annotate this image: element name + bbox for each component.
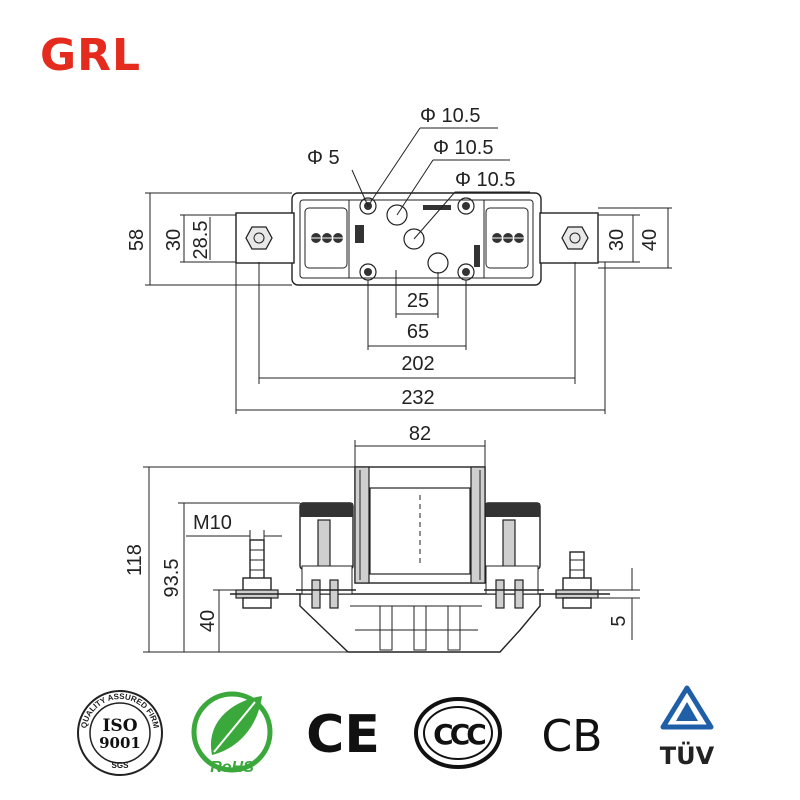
mounting-hole bbox=[457, 197, 475, 215]
body-marking bbox=[474, 245, 480, 267]
dim-65: 65 bbox=[407, 321, 429, 343]
dim-93-5: 93.5 bbox=[161, 559, 183, 598]
dim-25: 25 bbox=[407, 290, 429, 312]
dim-28-5: 28.5 bbox=[190, 221, 212, 260]
dim-82: 82 bbox=[409, 423, 431, 445]
right-hex-nut-icon bbox=[561, 226, 589, 250]
certification-row: QUALITY ASSURED FIRM ISO 9001 SGS RoHS C… bbox=[77, 685, 715, 776]
svg-text:RoHS: RoHS bbox=[210, 759, 254, 776]
dim-202: 202 bbox=[401, 353, 434, 375]
fuse-contact-right bbox=[470, 466, 486, 584]
dim-118: 118 bbox=[124, 544, 146, 576]
body-marking bbox=[355, 225, 364, 243]
ccc-icon: CCC bbox=[414, 697, 502, 769]
dim-phi-5: Φ 5 bbox=[307, 147, 340, 169]
svg-text:9001: 9001 bbox=[99, 734, 141, 752]
dim-40-side: 40 bbox=[197, 610, 219, 632]
base-plate bbox=[299, 593, 541, 653]
svg-text:ISO: ISO bbox=[102, 716, 137, 736]
fuse-contact-left bbox=[354, 466, 370, 584]
body-marking bbox=[423, 205, 451, 210]
dim-phi-10-5-b: Φ 10.5 bbox=[433, 137, 493, 159]
dim-phi-10-5-a: Φ 10.5 bbox=[420, 105, 480, 127]
top-view: 58 30 28.5 30 40 25 bbox=[126, 105, 672, 414]
dim-30-right: 30 bbox=[606, 229, 628, 251]
dim-30-left: 30 bbox=[163, 229, 185, 251]
left-hex-nut-icon bbox=[245, 226, 273, 250]
svg-text:SGS: SGS bbox=[112, 761, 130, 770]
iso-9001-icon: QUALITY ASSURED FIRM ISO 9001 SGS bbox=[77, 690, 163, 776]
ce-icon: CE bbox=[306, 705, 380, 765]
right-bolt bbox=[569, 551, 585, 581]
dim-40-top: 40 bbox=[639, 229, 661, 251]
brand-logo: GRL bbox=[40, 30, 142, 81]
center-hole bbox=[403, 228, 425, 250]
svg-text:TÜV: TÜV bbox=[660, 740, 715, 770]
dim-5: 5 bbox=[608, 615, 630, 626]
tuv-icon: TÜV bbox=[660, 685, 715, 770]
rohs-icon: RoHS bbox=[191, 691, 273, 776]
svg-text:CB: CB bbox=[542, 711, 603, 762]
dim-58: 58 bbox=[126, 229, 148, 251]
svg-text:CCC: CCC bbox=[433, 718, 485, 751]
dim-phi-10-5-c: Φ 10.5 bbox=[455, 169, 515, 191]
dim-232: 232 bbox=[401, 387, 434, 409]
cb-icon: CB bbox=[542, 711, 603, 762]
center-hole bbox=[386, 204, 408, 226]
side-view: 82 M10 118 93.5 40 5 bbox=[124, 423, 640, 653]
svg-text:CE: CE bbox=[306, 705, 380, 765]
dim-m10: M10 bbox=[193, 512, 232, 534]
